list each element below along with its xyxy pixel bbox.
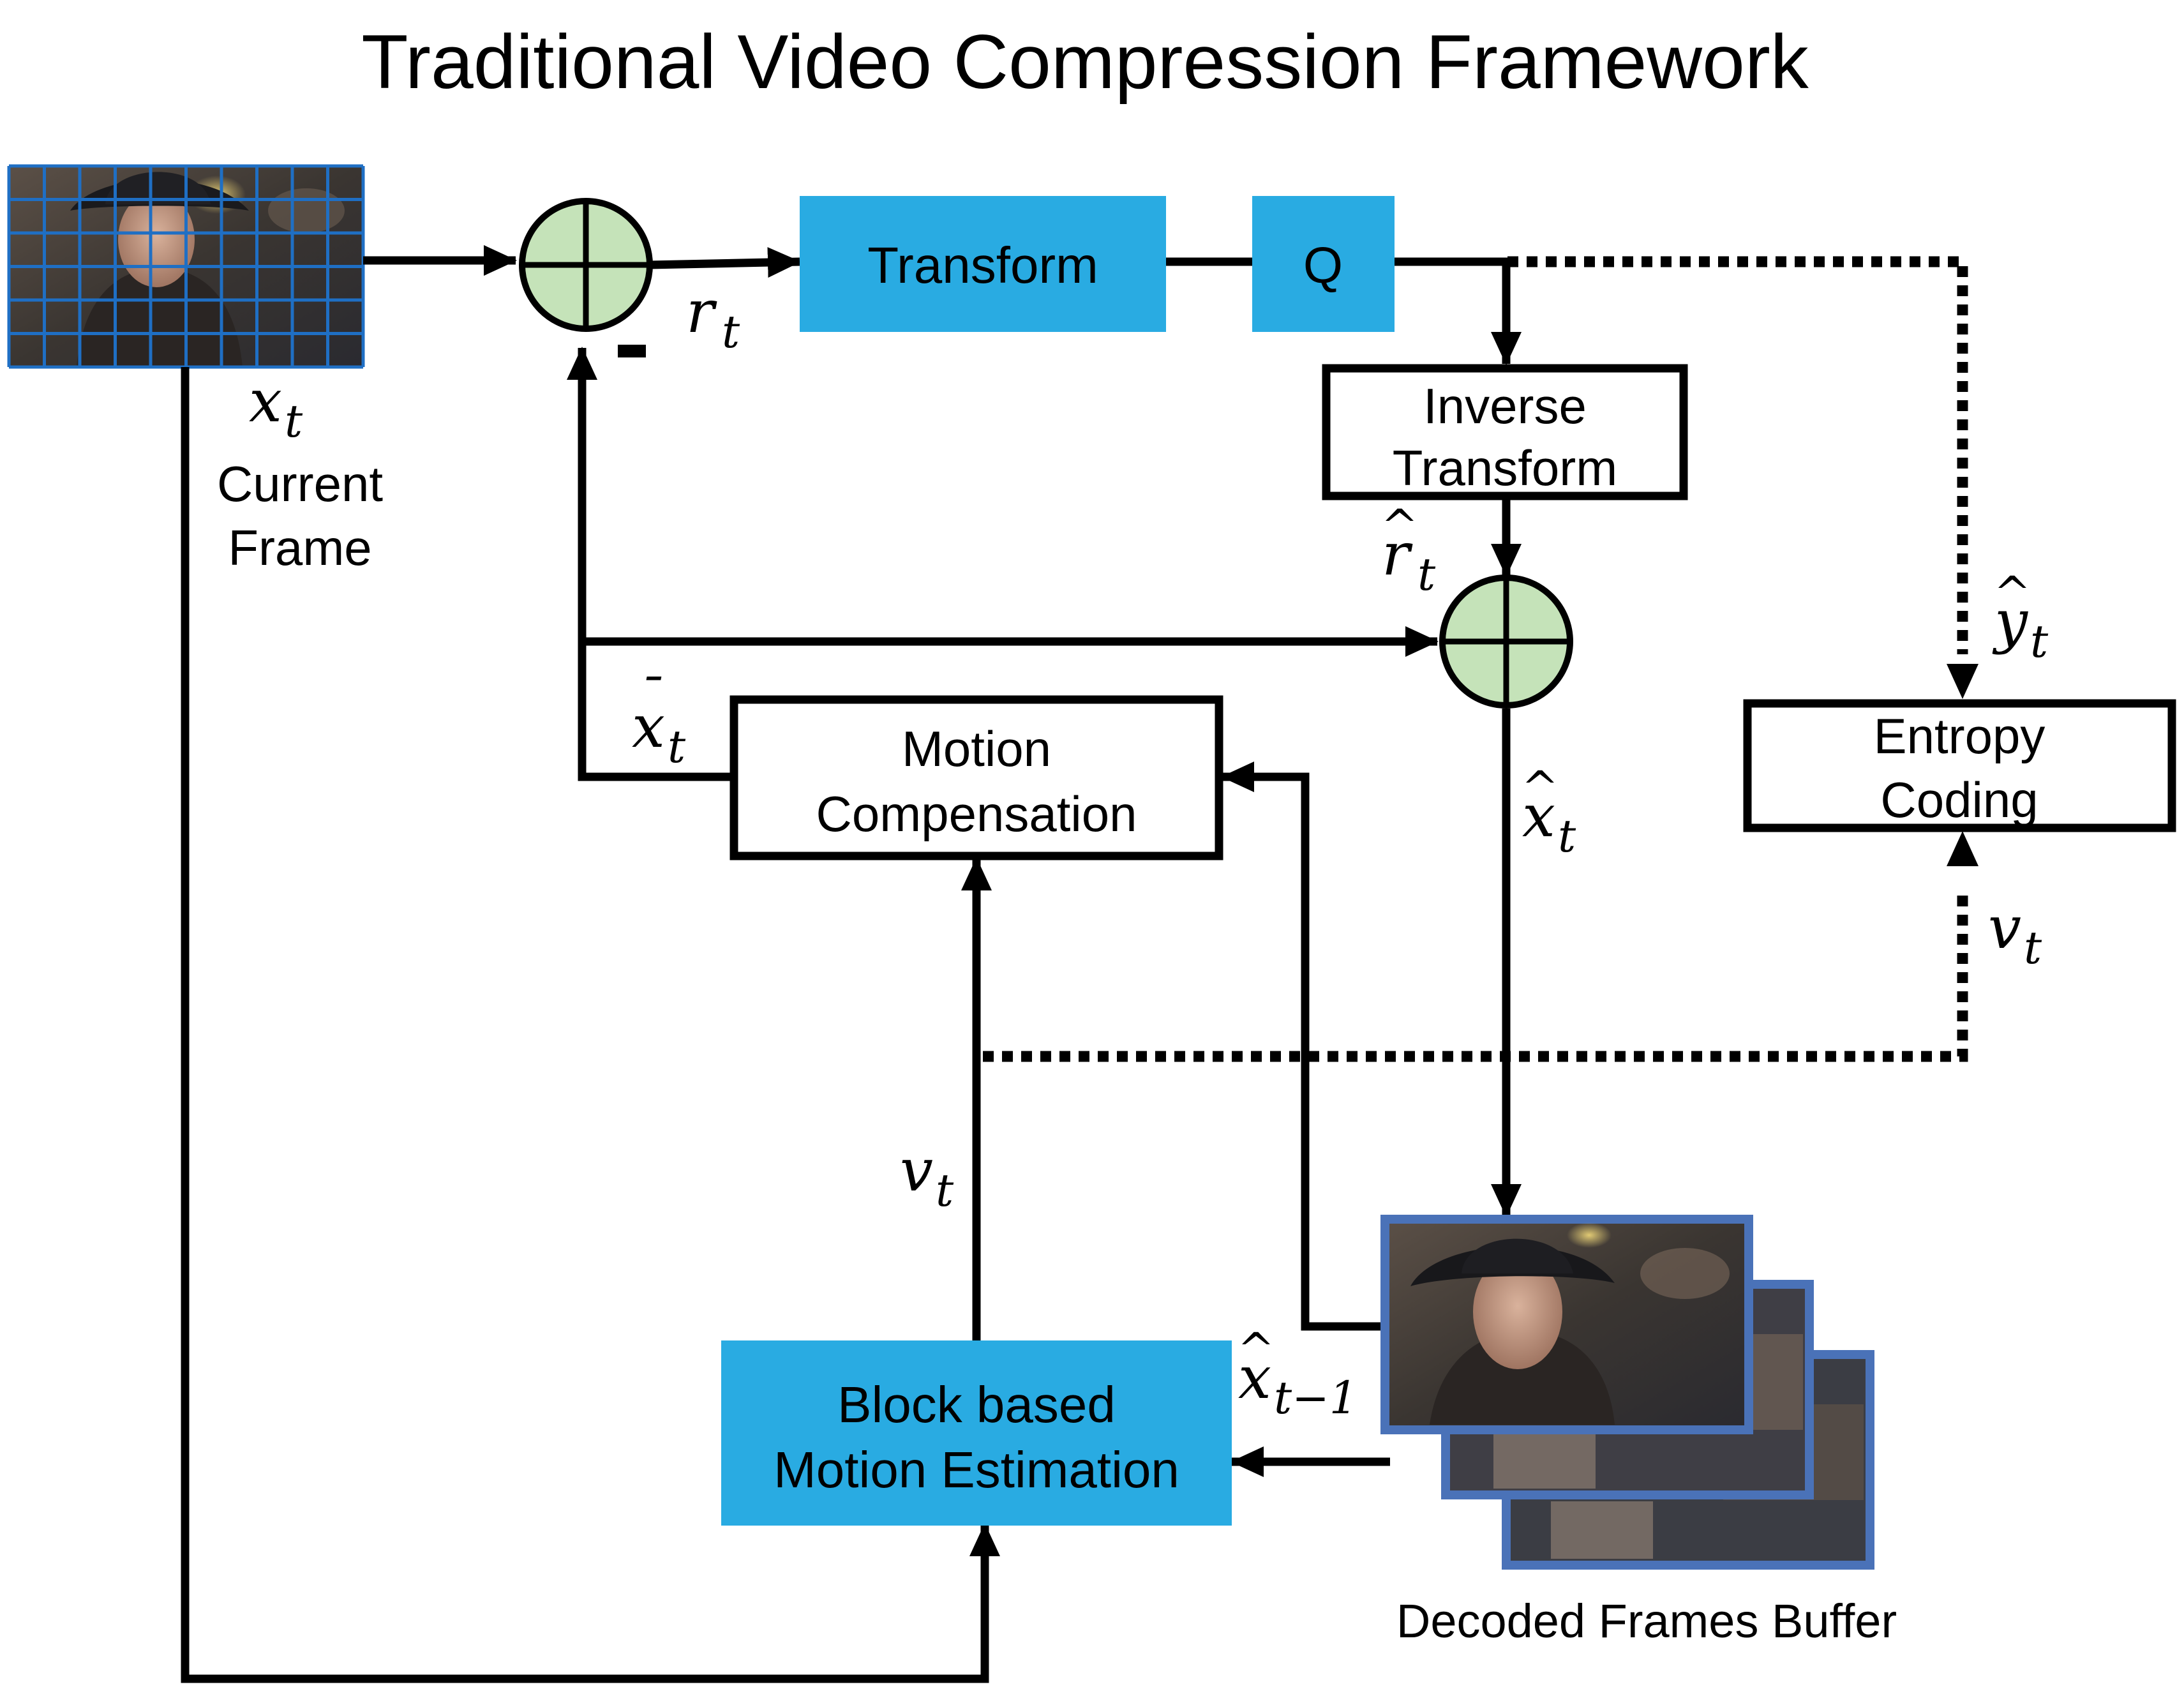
motion-estimation-block: Block based Motion Estimation — [721, 1340, 1232, 1526]
motion-compensation-line1: Motion — [902, 721, 1051, 777]
current-frame-label-line2: Frame — [228, 520, 371, 576]
symbol-x-hat-t: x^t — [1522, 762, 1576, 862]
connections — [181, 245, 1522, 1683]
symbol-subscript: t — [936, 1164, 954, 1217]
motion-compensation-line2: Compensation — [816, 786, 1137, 842]
symbol-subscript: t — [285, 395, 303, 447]
block-grid — [7, 164, 365, 369]
inverse-transform-line2: Transform — [1393, 440, 1618, 496]
transform-block: Transform — [800, 196, 1166, 332]
symbol-subscript: t — [668, 721, 686, 773]
inverse-transform-line1: Inverse — [1423, 378, 1587, 434]
symbol-base: v — [900, 1136, 933, 1205]
page-title: Traditional Video Compression Framework — [361, 19, 1809, 105]
symbol-accent: ¯ — [638, 668, 662, 726]
entropy-coding-line2: Coding — [1880, 772, 2038, 828]
symbol-x-hat-t-minus-1: x^t−1 — [1238, 1323, 1358, 1424]
symbol-subscript: t — [2030, 615, 2049, 668]
symbol-accent: ^ — [1994, 567, 2031, 619]
bitstream-connections — [983, 256, 1968, 1062]
residual-adder — [519, 198, 653, 332]
symbol-y-hat-t: y^t — [1992, 567, 2049, 668]
symbol-subscript: t — [2024, 922, 2042, 974]
symbol-base: v — [1988, 894, 2021, 962]
entropy-coding-line1: Entropy — [1874, 708, 2046, 764]
current-frame-image — [7, 164, 365, 369]
symbol-base: x — [1238, 1344, 1271, 1412]
symbol-accent: ^ — [1238, 1323, 1275, 1376]
symbol-subscript: t — [722, 306, 740, 358]
motion-estimation-line2: Motion Estimation — [774, 1441, 1179, 1498]
quantizer-label: Q — [1303, 237, 1343, 294]
bitstream-arrowheads — [1947, 664, 1978, 866]
symbol-subscript: t — [1558, 810, 1576, 862]
minus-sign — [618, 345, 646, 357]
symbol-subscript: t — [1417, 548, 1436, 601]
symbol-subscript: t−1 — [1274, 1372, 1358, 1424]
symbol-base: x — [1522, 782, 1555, 850]
entropy-coding-block: Entropy Coding — [1743, 699, 2176, 832]
symbol-base: r — [686, 278, 717, 346]
inverse-transform-block: Inverse Transform — [1322, 364, 1688, 500]
symbol-accent: ^ — [1522, 762, 1559, 814]
symbol-x-bar-t: x¯t — [632, 668, 686, 773]
decoded-frames-buffer — [1380, 1215, 1874, 1570]
symbol-base: r — [1382, 520, 1413, 589]
current-frame-label-line1: Current — [217, 456, 383, 512]
symbol-base: x — [632, 693, 665, 761]
symbol-accent: ^ — [1381, 500, 1419, 552]
reconstruction-adder — [1439, 574, 1573, 709]
motion-compensation-block: Motion Compensation — [729, 695, 1223, 860]
symbol-base: x — [249, 367, 282, 435]
motion-estimation-line1: Block based — [837, 1376, 1116, 1433]
buffered-frame-1 — [1380, 1215, 1753, 1434]
quantizer-block: Q — [1252, 196, 1395, 332]
decoded-frames-buffer-label: Decoded Frames Buffer — [1396, 1595, 1897, 1648]
symbol-base: y — [1992, 587, 2028, 656]
transform-label: Transform — [867, 237, 1098, 294]
symbol-r-hat-t: r^t — [1381, 500, 1436, 601]
